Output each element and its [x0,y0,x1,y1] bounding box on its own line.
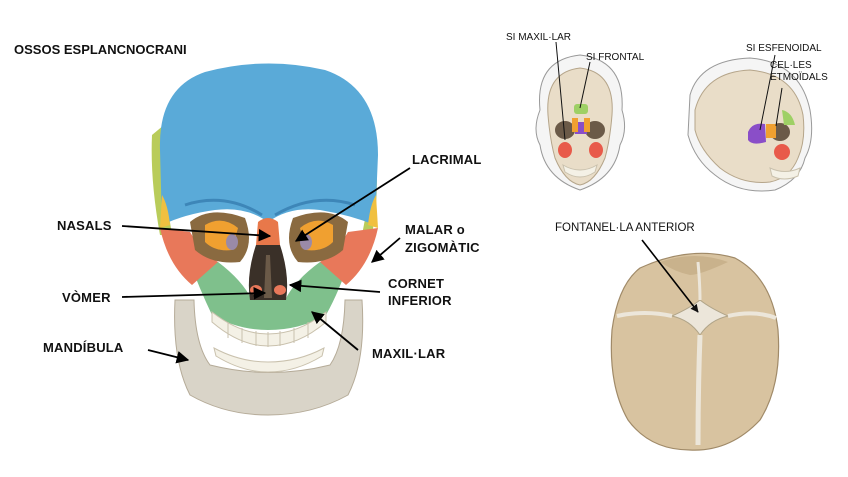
label-vomer: VÒMER [62,290,111,305]
sinus-head-front [536,55,625,190]
label-cornet-line2: INFERIOR [388,293,452,308]
label-maxil-lar: MAXIL·LAR [372,346,445,361]
label-si-maxil-lar: SI MAXIL·LAR [506,32,571,43]
label-si-frontal: SI FRONTAL [586,52,644,63]
label-lacrimal: LACRIMAL [412,152,481,167]
infant-skull-top [611,253,778,450]
ethmoid-cells-side [766,124,776,138]
label-mandibula: MANDÍBULA [43,340,124,355]
label-si-esfenoidal: SI ESFENOIDAL [746,43,822,54]
label-fontanel-la: FONTANEL·LA ANTERIOR [555,222,695,234]
label-malar-line1: MALAR o [405,222,465,237]
sagittal-suture [698,335,700,445]
frontal-bone [160,63,378,225]
label-malar-line2: ZIGOMÀTIC [405,240,480,255]
front-skull [152,63,378,415]
label-nasals: NASALS [57,218,112,233]
label-cel-les-line1: CEL·LES [770,60,812,71]
lower-teeth [214,348,324,372]
page-title: OSSOS ESPLANCNOCRANI [14,42,187,57]
nasal-bones [256,218,280,245]
maxillary-sinus-left [558,142,572,158]
maxillary-sinus-right [589,142,603,158]
label-cel-les-line2: ETMOÏDALS [770,72,828,83]
label-cornet-line1: CORNET [388,276,444,291]
